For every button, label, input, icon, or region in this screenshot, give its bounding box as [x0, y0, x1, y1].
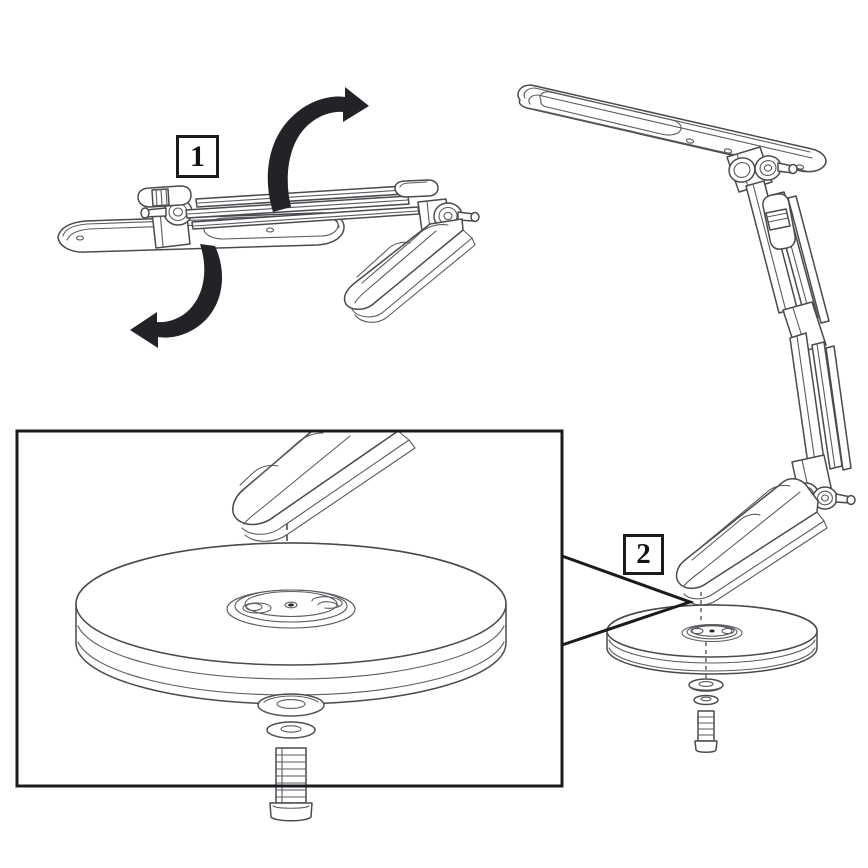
mounting-screw [269, 747, 313, 822]
lock-washer [693, 694, 719, 706]
mounting-hardware-large [257, 693, 325, 822]
lamp-head-panel [517, 84, 827, 173]
step-badge-2: 2 [623, 534, 664, 575]
zigzag-leader-line [561, 554, 695, 647]
lamp-foot [675, 478, 828, 606]
head-hinge-joint [726, 146, 798, 193]
round-base-disc [606, 604, 818, 675]
mounting-hardware-small [688, 678, 724, 753]
lock-washer [266, 721, 316, 739]
step-badge-1: 1 [176, 135, 219, 178]
hinge-knob [137, 185, 192, 208]
step-1-folded-lamp [57, 179, 480, 323]
lamp-foot [343, 218, 476, 323]
detail-box-contents [75, 430, 507, 822]
lamp-lower-arm [789, 332, 852, 471]
round-base-disc [75, 542, 507, 705]
assembly-alignment-axis [700, 592, 707, 678]
step-2-detail-callout [15, 429, 564, 788]
mounting-screw [694, 710, 718, 753]
lamp-foot [232, 430, 416, 542]
flat-washer [688, 678, 724, 692]
hinge-knob [762, 193, 796, 250]
rotate-head-up-arrow [267, 87, 369, 212]
flat-washer [257, 693, 325, 717]
arm-end-cap [394, 179, 439, 198]
step-2-assembled-lamp [517, 84, 856, 753]
rotate-base-down-arrow [130, 244, 223, 348]
